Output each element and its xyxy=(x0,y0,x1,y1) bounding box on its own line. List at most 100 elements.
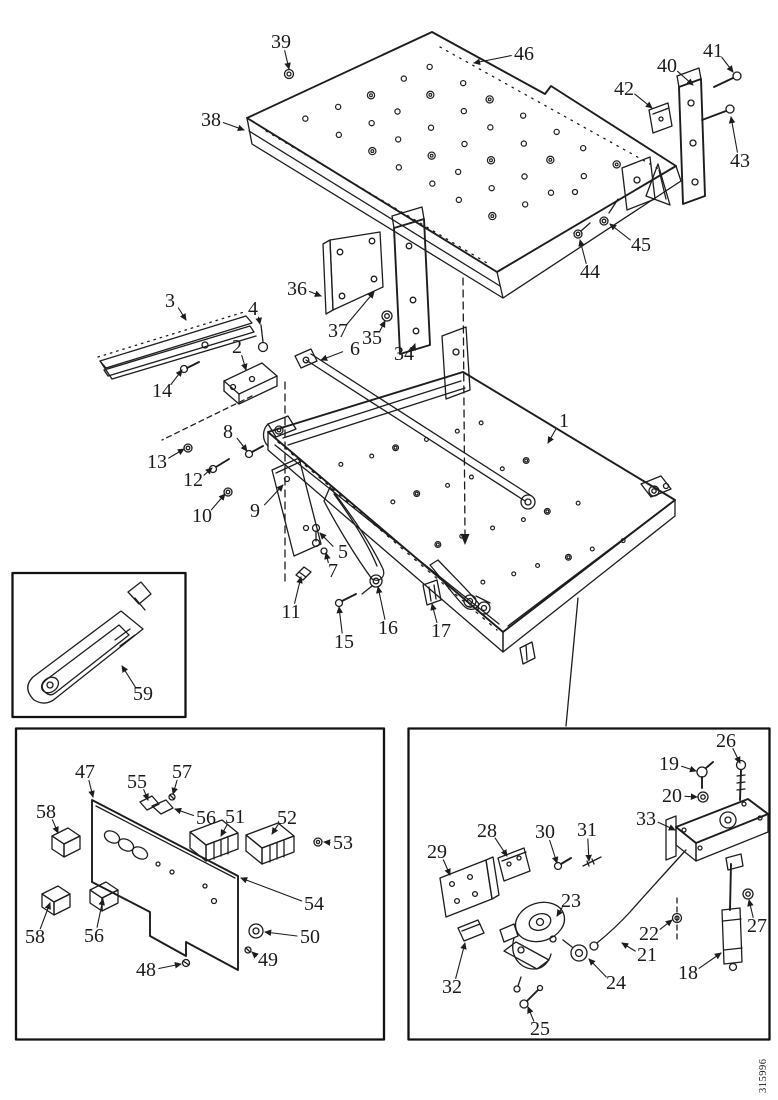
callout-19: 19 xyxy=(659,753,679,775)
leader-line-37 xyxy=(346,291,375,325)
callout-29: 29 xyxy=(427,841,447,863)
callout-37: 37 xyxy=(328,320,348,342)
leader-line-7 xyxy=(324,552,331,564)
detail-box-actuator xyxy=(407,727,771,1041)
actuator-art xyxy=(439,759,769,1009)
leader-line-19 xyxy=(681,765,697,773)
callout-5: 5 xyxy=(338,541,348,563)
callout-12: 12 xyxy=(183,469,203,491)
leader-line-3 xyxy=(177,307,187,321)
callout-58: 58 xyxy=(25,926,45,948)
callout-26: 26 xyxy=(716,730,736,752)
callout-31: 31 xyxy=(577,819,597,841)
leader-line-15 xyxy=(336,606,344,634)
leader-line-27 xyxy=(747,899,754,918)
callout-17: 17 xyxy=(431,620,451,642)
callout-28: 28 xyxy=(477,820,497,842)
callout-32: 32 xyxy=(442,976,462,998)
callout-40: 40 xyxy=(657,55,677,77)
upper-mount-brackets xyxy=(322,206,431,355)
callout-21: 21 xyxy=(637,944,657,966)
callout-9: 9 xyxy=(250,500,260,522)
dashed-projection-lines xyxy=(161,277,470,587)
plate-corner-gusset xyxy=(645,163,671,206)
leader-line-6 xyxy=(320,351,344,361)
leader-line-33 xyxy=(657,821,676,831)
callout-34: 34 xyxy=(394,343,414,365)
leader-line-30 xyxy=(549,839,559,864)
leader-line-22 xyxy=(659,919,673,930)
cross-tube-6 xyxy=(294,348,536,510)
callout-20: 20 xyxy=(662,785,682,807)
callout-46: 46 xyxy=(514,43,534,65)
leader-line-57 xyxy=(171,779,178,795)
leader-line-58 xyxy=(39,902,51,930)
callout-25: 25 xyxy=(530,1018,550,1040)
leader-line-45 xyxy=(609,223,631,241)
callout-4: 4 xyxy=(248,298,258,320)
callout-2: 2 xyxy=(232,336,242,358)
frame-left-plate xyxy=(271,457,322,557)
callout-50: 50 xyxy=(300,926,320,948)
callout-58: 58 xyxy=(36,801,56,823)
callout-44: 44 xyxy=(580,261,600,283)
callout-27: 27 xyxy=(747,915,767,937)
leader-line-10 xyxy=(210,493,226,511)
leader-line-54 xyxy=(240,877,303,902)
leader-line-20 xyxy=(684,793,698,800)
frame-north-flange xyxy=(441,326,471,400)
leader-line-42 xyxy=(634,93,653,109)
callout-35: 35 xyxy=(362,327,382,349)
slide-rail-3 xyxy=(97,311,257,380)
leader-line-8 xyxy=(236,437,248,452)
callout-22: 22 xyxy=(639,923,659,945)
callout-10: 10 xyxy=(192,505,212,527)
detail-box-panel xyxy=(14,727,386,1041)
leader-line-18 xyxy=(698,952,722,969)
leader-line-2 xyxy=(241,354,248,371)
callout-36: 36 xyxy=(287,278,307,300)
leader-line-11 xyxy=(294,576,303,604)
leader-line-24 xyxy=(588,958,607,978)
callout-15: 15 xyxy=(334,631,354,653)
leader-line-43 xyxy=(728,116,738,153)
middle-hardware xyxy=(183,443,264,497)
leader-line-56 xyxy=(174,807,195,817)
leader-line-4 xyxy=(255,316,262,325)
leader-line-32 xyxy=(455,942,467,979)
bracket-40-assembly xyxy=(648,67,742,205)
leader-line-29 xyxy=(442,859,451,876)
callout-33: 33 xyxy=(636,808,656,830)
callout-38: 38 xyxy=(201,109,221,131)
callout-16: 16 xyxy=(378,617,398,639)
callout-39: 39 xyxy=(271,31,291,53)
panel-art xyxy=(41,793,323,971)
callout-14: 14 xyxy=(152,380,172,402)
leader-line-23 xyxy=(556,907,564,917)
callout-11: 11 xyxy=(281,601,300,623)
leader-line-44 xyxy=(578,239,587,264)
leader-line-52 xyxy=(271,824,279,835)
callout-43: 43 xyxy=(730,150,750,172)
leader-line-36 xyxy=(308,290,322,297)
callout-47: 47 xyxy=(75,761,95,783)
callout-55: 55 xyxy=(127,771,147,793)
callout-layer-bracket-detail: 59 xyxy=(121,665,153,705)
leader-line-55 xyxy=(142,789,149,801)
callout-56: 56 xyxy=(84,925,104,947)
leader-line-46 xyxy=(473,55,512,66)
callout-51: 51 xyxy=(225,806,245,828)
callout-45: 45 xyxy=(631,234,651,256)
leader-line-17 xyxy=(430,603,438,624)
leader-line-26 xyxy=(732,748,741,764)
callout-18: 18 xyxy=(678,962,698,984)
leader-line-35 xyxy=(379,320,386,332)
leader-line-59 xyxy=(121,665,136,688)
strap-bracket-59-art xyxy=(27,581,152,704)
leader-line-56 xyxy=(96,898,105,928)
callout-52: 52 xyxy=(277,807,297,829)
leader-line-50 xyxy=(264,929,298,937)
